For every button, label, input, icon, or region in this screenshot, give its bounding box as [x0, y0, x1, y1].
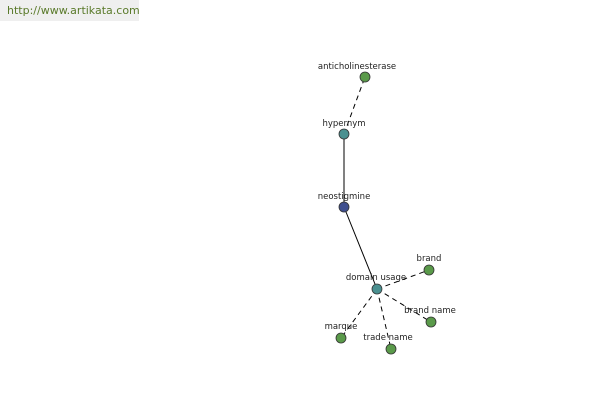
node-hypernym[interactable]: hypernym — [322, 119, 366, 140]
node-circle-hypernym[interactable] — [338, 128, 350, 140]
node-trade-name[interactable]: trade name — [363, 333, 413, 355]
node-marque[interactable]: marque — [325, 322, 358, 344]
node-brand-name[interactable]: brand name — [404, 306, 456, 328]
node-circle-marque[interactable] — [335, 332, 347, 344]
node-circle-neostigmine[interactable] — [338, 201, 350, 213]
edge-domain_usage-marque — [340, 288, 378, 339]
node-label-domain-usage[interactable]: domain usage — [346, 273, 406, 283]
edge-domain_usage-brand_name — [376, 288, 432, 323]
node-label-neostigmine[interactable]: neostigmine — [318, 192, 371, 202]
node-label-brand[interactable]: brand — [417, 254, 442, 264]
node-label-marque[interactable]: marque — [325, 322, 358, 332]
nodes-layer: neostigmine hypernym anticholinesterase dom… — [318, 62, 456, 355]
edge-hypernym-anticholinesterase — [343, 76, 366, 135]
node-circle-trade-name[interactable] — [385, 343, 397, 355]
edge-neostigmine-domain_usage — [343, 206, 378, 290]
edge-domain_usage-trade_name — [376, 288, 392, 350]
edge-domain_usage-brand — [376, 269, 430, 290]
node-circle-anticholinesterase[interactable] — [359, 71, 371, 83]
node-neostigmine[interactable]: neostigmine — [318, 192, 371, 213]
node-domain-usage[interactable]: domain usage — [346, 273, 406, 295]
node-label-brand-name[interactable]: brand name — [404, 306, 456, 316]
site-url-banner[interactable]: http://www.artikata.com — [0, 0, 140, 21]
node-label-anticholinesterase[interactable]: anticholinesterase — [318, 62, 396, 72]
edges-layer — [340, 76, 432, 350]
node-circle-brand-name[interactable] — [425, 316, 437, 328]
node-circle-domain-usage[interactable] — [371, 283, 383, 295]
node-label-hypernym[interactable]: hypernym — [322, 119, 365, 129]
node-anticholinesterase[interactable]: anticholinesterase — [318, 62, 396, 83]
node-label-trade-name[interactable]: trade name — [363, 333, 412, 343]
node-brand[interactable]: brand — [417, 254, 442, 276]
node-circle-brand[interactable] — [423, 264, 435, 276]
